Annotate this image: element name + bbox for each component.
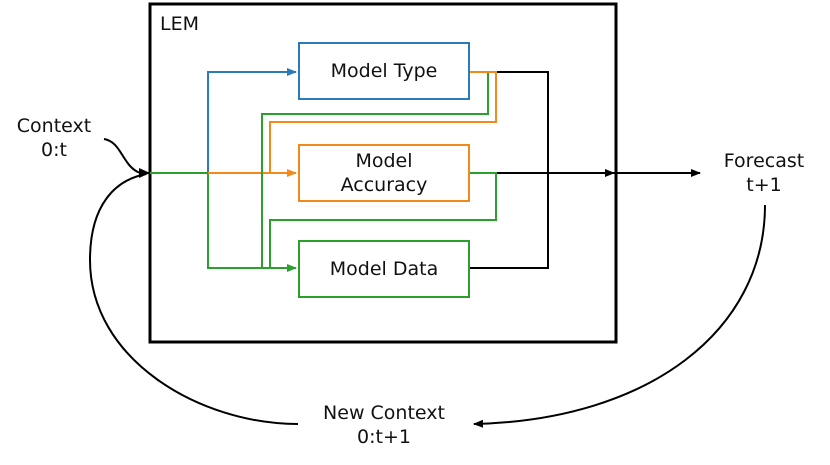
context-input-label: Context 0:t — [16, 115, 92, 161]
model-type-box: Model Type — [298, 42, 470, 100]
model-data-box: Model Data — [298, 240, 470, 298]
model-accuracy-label: Model Accuracy — [340, 150, 428, 196]
new-context-label: New Context 0:t+1 — [323, 402, 445, 448]
blue-route-to-type — [207, 68, 297, 173]
new-context-to-input-curve — [88, 173, 299, 425]
forecast-to-new-context-curve — [473, 204, 766, 428]
context-input-arrow — [103, 138, 141, 174]
type-orange-feedback — [269, 71, 497, 173]
lem-label: LEM — [160, 13, 199, 35]
green-route-to-data — [207, 173, 297, 272]
data-output-line — [470, 173, 549, 269]
model-data-label: Model Data — [329, 258, 439, 280]
accuracy-green-feedback — [269, 172, 497, 268]
forecast-label: Forecast t+1 — [723, 150, 805, 196]
model-accuracy-box: Model Accuracy — [298, 144, 470, 202]
model-type-label: Model Type — [330, 60, 438, 82]
context-entry-arrowhead — [139, 168, 150, 178]
type-output-line — [497, 71, 549, 173]
